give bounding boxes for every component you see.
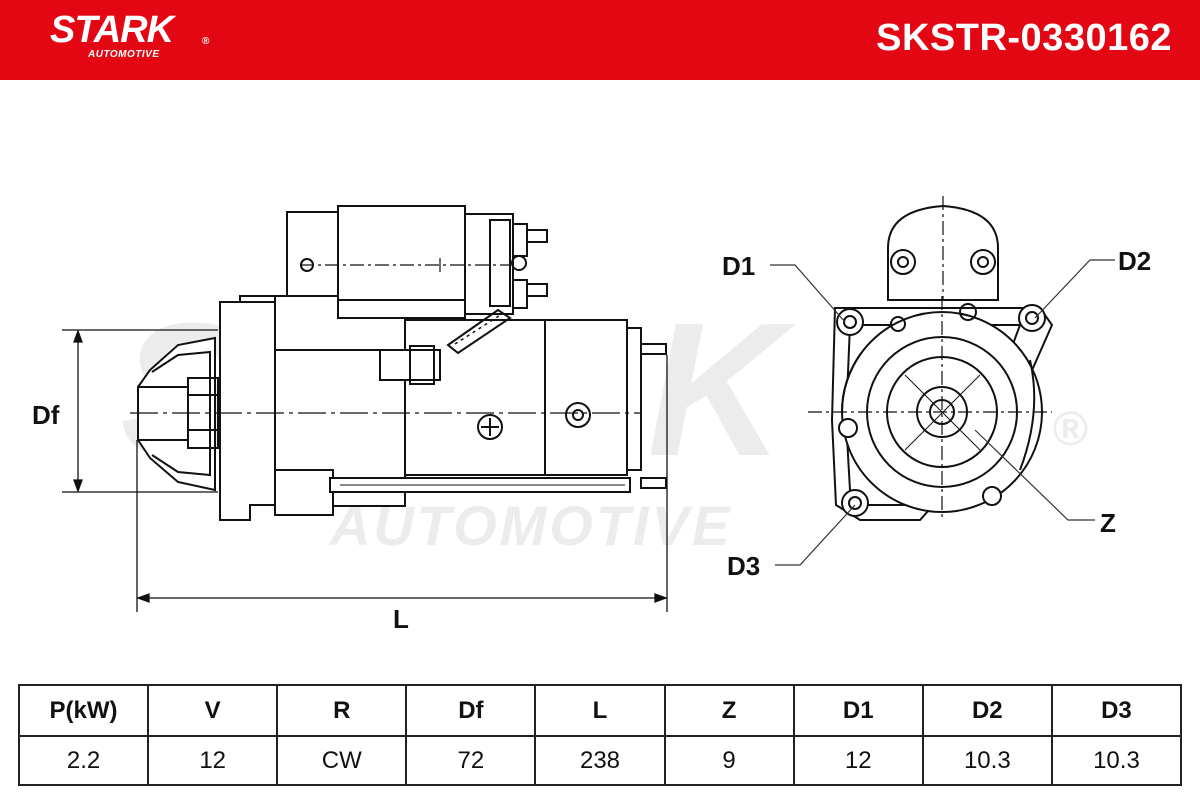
df-label: Df	[32, 400, 60, 430]
header-cell: D3	[1050, 684, 1183, 737]
logo-wordmark: STARK	[50, 9, 174, 51]
value-cell: 238	[534, 735, 666, 786]
header-bar: STARK ® AUTOMOTIVE SKSTR-0330162	[0, 0, 1200, 80]
z-label: Z	[1100, 508, 1116, 538]
starter-front-view	[808, 196, 1052, 520]
watermark-mark: ®	[1052, 403, 1088, 456]
stark-logo: STARK ® AUTOMOTIVE	[50, 9, 209, 60]
header-cell: V	[147, 684, 279, 737]
value-cell: CW	[276, 735, 408, 786]
technical-drawing: STARK AUTOMOTIVE ®	[32, 80, 1151, 634]
l-dimension	[137, 355, 667, 612]
value-cell: 10.3	[1050, 735, 1183, 786]
leader-lines	[770, 260, 1115, 565]
value-cell: 12	[792, 735, 924, 786]
value-cell: 72	[405, 735, 537, 786]
part-number: SKSTR-0330162	[876, 17, 1172, 59]
header-cell: R	[276, 684, 408, 737]
header-cell: L	[534, 684, 666, 737]
value-cell: 9	[663, 735, 795, 786]
spec-table: P(kW) V R Df L Z D1 D2 D3 2.2 12 CW 72 2…	[17, 684, 1183, 786]
logo-registered-mark: ®	[202, 36, 210, 47]
header-cell: Z	[663, 684, 795, 737]
header-cell: D1	[792, 684, 924, 737]
starter-side-view	[130, 206, 666, 520]
d2-label: D2	[1118, 246, 1151, 276]
header-cell: P(kW)	[17, 684, 150, 737]
header-cell: Df	[405, 684, 537, 737]
header-cell: D2	[921, 684, 1053, 737]
value-cell: 10.3	[921, 735, 1053, 786]
value-cell: 12	[147, 735, 279, 786]
spec-header-row: P(kW) V R Df L Z D1 D2 D3	[17, 684, 1183, 737]
logo-subtitle: AUTOMOTIVE	[88, 49, 160, 60]
spec-value-row: 2.2 12 CW 72 238 9 12 10.3 10.3	[17, 735, 1183, 786]
df-dimension	[62, 330, 218, 492]
d1-label: D1	[722, 251, 755, 281]
value-cell: 2.2	[17, 735, 150, 786]
d3-label: D3	[727, 551, 760, 581]
l-label: L	[393, 604, 409, 634]
